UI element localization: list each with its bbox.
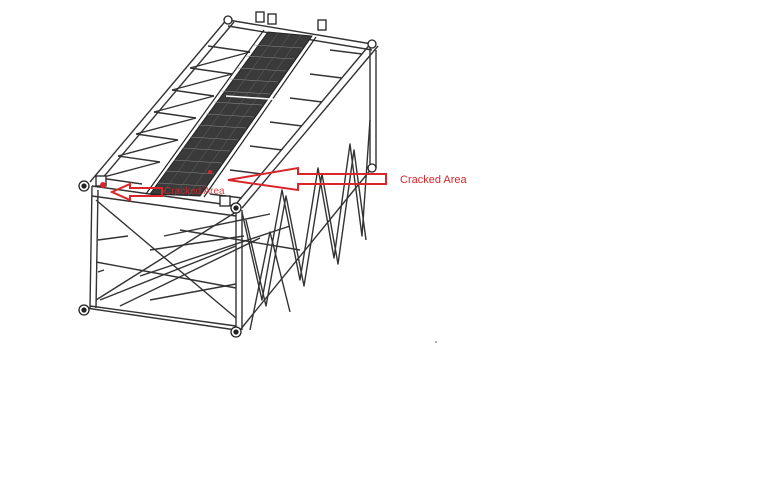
walkway-grating bbox=[145, 29, 317, 198]
lug-far-bottom bbox=[367, 163, 377, 173]
annotation-label-overlapped: Cracked Area bbox=[164, 186, 225, 197]
annotation-arrow-right bbox=[227, 166, 387, 192]
truss-frame bbox=[85, 17, 379, 331]
crack-marker-left bbox=[100, 182, 106, 188]
crack-markers bbox=[100, 170, 212, 188]
lug-far-top-left bbox=[223, 15, 233, 25]
lug-far-top-right bbox=[367, 39, 377, 49]
annotation-label-cracked-area: Cracked Area bbox=[400, 174, 468, 186]
stray-dot bbox=[435, 341, 437, 343]
annotation-arrow-left bbox=[109, 182, 163, 202]
connector-lugs bbox=[78, 11, 377, 338]
crack-marker-center bbox=[208, 170, 212, 174]
